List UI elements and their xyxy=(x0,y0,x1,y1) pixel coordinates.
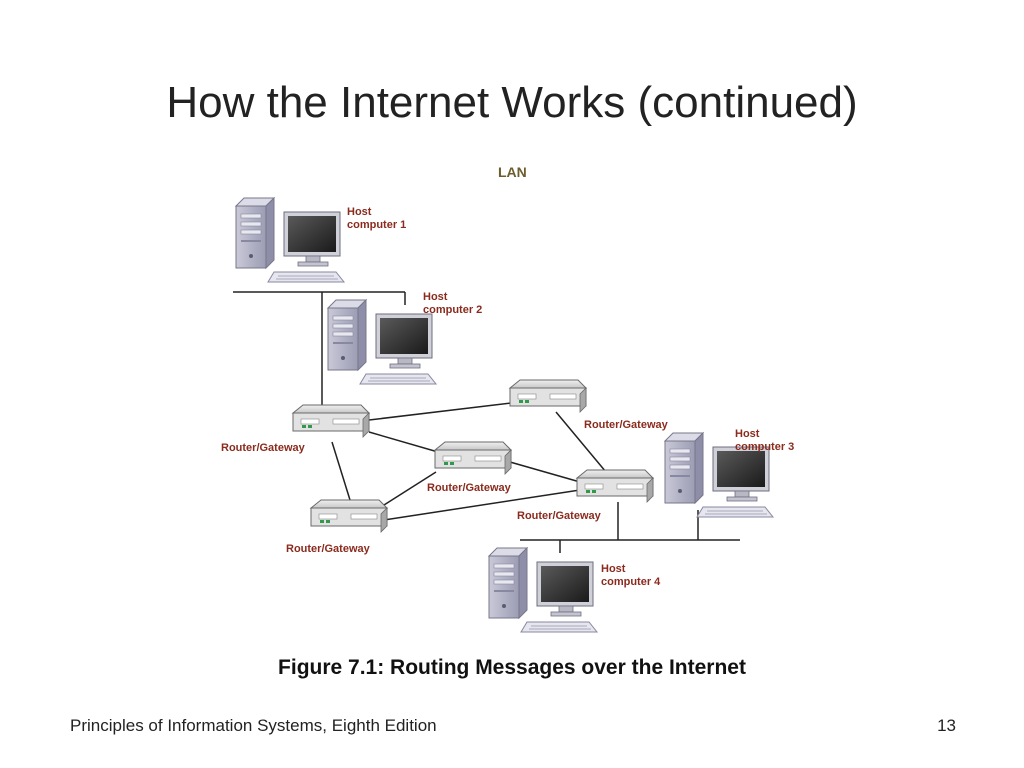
footer-book-title: Principles of Information Systems, Eight… xyxy=(70,716,437,735)
router-4-label: Router/Gateway xyxy=(517,510,602,522)
router-3-label: Router/Gateway xyxy=(427,482,512,494)
host-computer-4-icon xyxy=(488,547,598,633)
link-router1-router2 xyxy=(368,402,512,421)
router-gateway-1-icon xyxy=(292,404,370,438)
router-5-label: Router/Gateway xyxy=(286,543,371,555)
slide-title: How the Internet Works (continued) xyxy=(166,78,858,127)
router-gateway-5-icon xyxy=(310,499,388,533)
host-1-label-line1: Host xyxy=(347,206,372,218)
link-router1-router5 xyxy=(331,441,351,501)
lan-label: LAN xyxy=(498,164,527,180)
link-router5-router4 xyxy=(383,489,581,521)
host-3-label-line2: computer 3 xyxy=(735,441,794,453)
router-1-label: Router/Gateway xyxy=(221,442,306,454)
host-1-label-line2: computer 1 xyxy=(347,219,406,231)
page-number: 13 xyxy=(937,716,956,735)
router-2-label: Router/Gateway xyxy=(584,419,669,431)
router-gateway-4-icon xyxy=(576,469,654,503)
link-router1-router3 xyxy=(368,431,439,453)
host-computer-1-icon xyxy=(235,197,345,283)
router-gateway-2-icon xyxy=(509,379,587,413)
router-gateway-3-icon xyxy=(434,441,512,475)
host-2-label-line1: Host xyxy=(423,291,448,303)
link-router3-router4 xyxy=(509,461,581,483)
host-4-label-line1: Host xyxy=(601,563,626,575)
network-links xyxy=(233,291,740,553)
figure-caption: Figure 7.1: Routing Messages over the In… xyxy=(278,656,746,679)
link-router2-router4 xyxy=(555,411,607,473)
host-4-label-line2: computer 4 xyxy=(601,576,661,588)
host-computer-2-icon xyxy=(327,299,437,385)
host-2-label-line2: computer 2 xyxy=(423,304,482,316)
link-router5-router3 xyxy=(383,471,437,506)
host-3-label-line1: Host xyxy=(735,428,760,440)
